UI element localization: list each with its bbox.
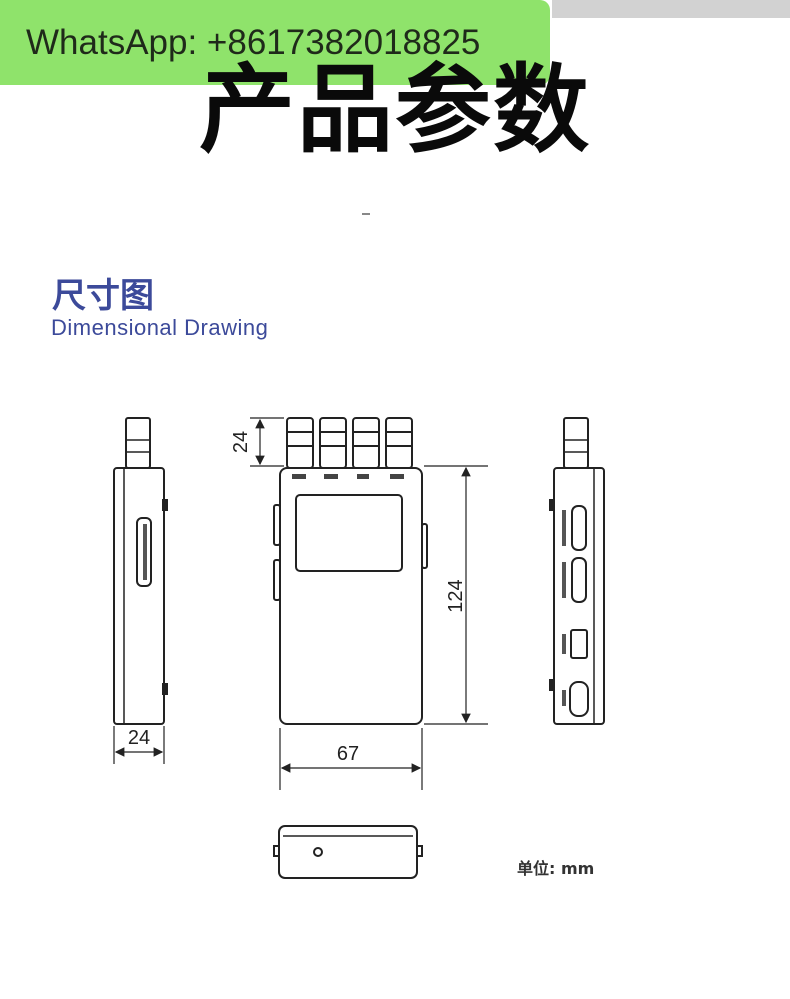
- dim-connector-height: [250, 417, 284, 467]
- left-side-view: [113, 417, 168, 725]
- connector-3: [352, 417, 380, 469]
- connector-4: [385, 417, 413, 469]
- section-title-en: Dimensional Drawing: [51, 315, 269, 340]
- right-side-markings: [562, 510, 566, 706]
- unit-label: 单位: mm: [517, 859, 595, 878]
- dim-height: [424, 465, 488, 725]
- right-side-view: [549, 417, 605, 725]
- port-markings: [292, 474, 404, 479]
- bottom-view: [273, 825, 423, 879]
- dim-side-depth: [113, 726, 165, 764]
- front-view: [273, 417, 428, 725]
- page-title: 产品参数: [199, 54, 591, 166]
- left-side-labels: [143, 524, 147, 580]
- whatsapp-text: WhatsApp: +8617382018825: [26, 22, 481, 62]
- dim-width-label: 67: [337, 743, 359, 765]
- divider: [362, 213, 370, 215]
- dim-side-label: 24: [128, 727, 150, 749]
- top-gray-bar: [552, 0, 790, 18]
- whatsapp-badge[interactable]: WhatsApp: +8617382018825: [0, 0, 550, 85]
- connector-2: [319, 417, 347, 469]
- dim-width: [279, 728, 423, 790]
- dim-connector-label: 24: [230, 431, 252, 453]
- connector-1: [286, 417, 314, 469]
- section-title-cn: 尺寸图: [52, 276, 154, 316]
- dim-height-label: 124: [445, 579, 467, 612]
